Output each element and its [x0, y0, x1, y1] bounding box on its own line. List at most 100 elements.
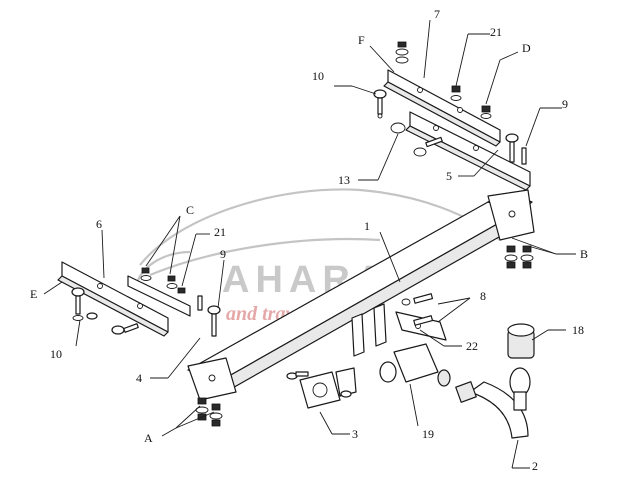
nut-c-2: [167, 275, 176, 282]
nut-21-left: [177, 287, 186, 294]
nut-b-1: [506, 245, 516, 253]
socket-face: [379, 361, 397, 383]
washer-10-left: [72, 315, 84, 321]
label-point-c: C: [186, 203, 194, 217]
nut-b-3: [522, 245, 532, 253]
bolt-8-1: [413, 293, 434, 304]
label-point-a: A: [144, 431, 153, 445]
right-bar-hole-1: [433, 125, 439, 131]
bolt-9-left-shank-2: [197, 295, 203, 311]
leader-9-top: [525, 107, 541, 147]
leader-a-1: [175, 405, 201, 429]
leader-7: [423, 19, 431, 79]
washer-c-1: [140, 275, 152, 281]
washer-d: [480, 113, 492, 119]
label-part-21-left: 21: [214, 225, 226, 239]
hanger-bracket-1: [351, 313, 365, 357]
left-bar-hole-1: [97, 283, 103, 289]
label-part-18: 18: [572, 323, 584, 337]
leader-8b: [437, 297, 471, 323]
bolt-left-3-head: [111, 325, 125, 335]
leader-a-h: [161, 427, 177, 437]
washer-left-2: [86, 312, 98, 320]
label-point-e: E: [30, 287, 37, 301]
bolt-9-left-shank: [211, 313, 217, 337]
leader-d-h: [499, 51, 519, 61]
bolt-13-shank: [425, 136, 443, 148]
label-part-9-top: 9: [562, 97, 568, 111]
left-middle-plate-body: [127, 275, 191, 317]
leader-10-left: [75, 319, 81, 347]
leader-lines: [43, 19, 576, 469]
upper-plate-edge: [383, 81, 501, 147]
left-end-bracket: [187, 357, 237, 401]
socket-plate-hole: [312, 382, 328, 398]
upper-plate-hole-2: [457, 107, 463, 113]
washer-8-1: [401, 298, 411, 306]
bolt-8-2: [413, 315, 434, 326]
nut-b-4: [522, 261, 532, 269]
watermark-car-window: [149, 237, 381, 277]
leader-5: [473, 149, 499, 177]
tow-ball-stem: [513, 391, 527, 411]
label-point-d: D: [522, 41, 531, 55]
hanger-brackets: [351, 303, 447, 357]
leader-13: [377, 133, 399, 181]
right-bracket-hole: [508, 210, 516, 218]
label-part-6: 6: [96, 217, 102, 231]
label-part-3: 3: [352, 427, 358, 441]
washer-a-2: [209, 412, 223, 420]
leader-e: [43, 281, 63, 295]
nut-top-1: [397, 41, 407, 48]
leader-c-2: [169, 215, 181, 275]
leader-8a: [437, 297, 471, 305]
bolt-9-top-shank: [509, 141, 515, 163]
washer-13: [390, 122, 406, 134]
label-part-13: 13: [338, 173, 350, 187]
socket-plate-mount: [335, 367, 357, 397]
socket-plug: [437, 369, 451, 387]
washer-c-2: [166, 283, 178, 289]
leader-b-1: [511, 237, 557, 255]
left-middle-plate: [127, 275, 191, 317]
tow-ball-neck: [455, 367, 531, 439]
leader-b-2: [527, 245, 557, 255]
bolt-3-shank-1: [295, 371, 309, 377]
leader-1: [379, 231, 401, 283]
electrical-socket: [379, 343, 451, 387]
label-point-b: B: [580, 247, 588, 261]
label-part-1: 1: [364, 219, 370, 233]
label-part-10-top: 10: [312, 69, 324, 83]
label-part-7: 7: [434, 7, 440, 21]
socket-plate: [299, 367, 357, 409]
leader-a-2: [175, 411, 215, 429]
label-part-10-left: 10: [50, 347, 62, 361]
nut-a-1: [197, 397, 207, 405]
label-point-f: F: [358, 33, 365, 47]
leader-d: [485, 59, 501, 105]
washer-b-2: [520, 254, 534, 262]
leader-4: [167, 337, 201, 379]
washer-21-top: [450, 95, 462, 101]
leader-2: [511, 439, 519, 469]
bolt-9-top-head: [505, 133, 519, 143]
bolt-3-head-2: [340, 390, 352, 398]
nut-d: [481, 105, 491, 113]
leader-f: [369, 45, 395, 73]
leader-19: [409, 383, 419, 427]
upper-right-plate: [383, 69, 501, 147]
ball-cap-top: [507, 323, 535, 337]
leader-9-left: [217, 259, 225, 309]
bolt-9-top-shank-2: [521, 147, 527, 165]
bolt-10-left-head: [71, 287, 85, 297]
callout-labels: 1 2 3 4 5 6 7 8 9 9 10 10 13 18 19 21 21…: [30, 7, 588, 473]
bolt-10-left-shank: [75, 295, 81, 315]
leader-22: [419, 329, 445, 347]
beam-side-face: [221, 209, 523, 395]
left-side-bar: [57, 261, 169, 337]
right-end-bracket: [487, 189, 535, 241]
tow-ball-neck-block: [455, 381, 477, 403]
left-bar-edge: [57, 275, 169, 337]
